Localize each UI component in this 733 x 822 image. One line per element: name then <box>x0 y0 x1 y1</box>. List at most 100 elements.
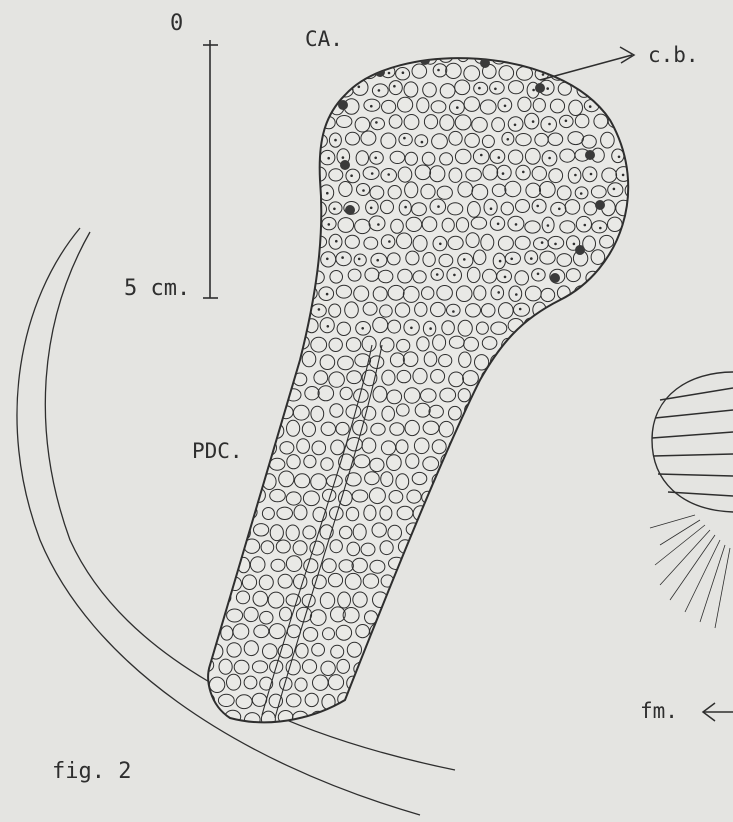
cell <box>217 115 231 130</box>
cell-nucleus <box>598 56 601 59</box>
cell <box>662 354 674 368</box>
cell-nucleus <box>387 173 390 176</box>
cell <box>543 387 556 401</box>
cell <box>217 388 233 400</box>
cell <box>211 133 225 149</box>
cell-nucleus <box>497 223 500 226</box>
cell-nucleus <box>370 207 373 210</box>
cell <box>227 234 242 249</box>
cell <box>508 559 520 571</box>
cell <box>593 49 608 63</box>
cell-nucleus <box>589 105 592 108</box>
cell <box>636 574 651 588</box>
cell <box>594 661 609 674</box>
cell <box>500 471 515 485</box>
cell-nucleus <box>604 104 607 107</box>
cell <box>217 284 232 299</box>
cell <box>644 83 659 98</box>
cell <box>293 305 309 317</box>
cell <box>518 678 532 693</box>
cell <box>583 712 598 726</box>
cell <box>201 354 213 368</box>
cell <box>626 151 642 166</box>
cell <box>618 339 632 352</box>
cell <box>193 643 207 655</box>
cell <box>288 83 301 99</box>
cell-nucleus <box>317 103 320 106</box>
cell <box>651 267 664 282</box>
cell <box>509 390 522 404</box>
cell-nucleus <box>558 208 561 211</box>
cell <box>567 440 581 454</box>
scale-bar-bottom-label: 5 cm. <box>124 276 190 301</box>
cell <box>594 320 606 336</box>
cell-nucleus <box>499 260 502 263</box>
cell-nucleus <box>370 105 373 108</box>
cell <box>365 711 379 726</box>
cell-nucleus <box>631 88 634 91</box>
cell <box>593 522 609 537</box>
cell <box>611 321 625 333</box>
cell <box>628 695 640 709</box>
cell <box>527 454 540 468</box>
cell <box>566 679 581 692</box>
cell <box>586 506 599 521</box>
cell <box>634 507 649 522</box>
cell-nucleus <box>334 71 337 74</box>
cell <box>574 286 588 300</box>
cell <box>540 661 555 675</box>
cell-nucleus <box>327 325 330 328</box>
cell <box>565 472 579 485</box>
cell <box>636 101 652 113</box>
cell <box>396 677 409 692</box>
cell <box>625 320 641 336</box>
cell <box>219 218 234 233</box>
cell <box>533 542 546 558</box>
cell <box>557 662 571 676</box>
cell <box>227 203 240 217</box>
cell <box>498 371 513 385</box>
cell-nucleus <box>582 53 585 56</box>
cell-nucleus <box>268 69 271 72</box>
cell <box>237 387 249 400</box>
cell <box>633 337 648 350</box>
cell <box>209 507 224 522</box>
cell <box>662 458 675 471</box>
cell <box>601 268 615 283</box>
cell <box>203 319 215 333</box>
cell <box>230 371 242 384</box>
cell-nucleus <box>536 205 539 208</box>
cell <box>449 440 462 454</box>
cell <box>261 201 276 216</box>
cell-nucleus <box>480 154 483 157</box>
cell <box>551 644 563 658</box>
cell <box>193 339 208 351</box>
cell <box>627 559 642 573</box>
cell-nucleus <box>376 259 379 262</box>
cell <box>286 220 302 234</box>
cell <box>251 181 267 196</box>
cell <box>345 711 357 727</box>
cell <box>518 543 531 556</box>
cell-nucleus <box>429 327 432 330</box>
cell <box>610 80 625 95</box>
cell <box>192 475 205 488</box>
cell <box>219 319 233 332</box>
cell-nucleus <box>326 192 329 195</box>
cell <box>594 422 606 438</box>
cell <box>439 627 455 640</box>
cell <box>209 336 222 349</box>
cell <box>429 642 443 655</box>
cell-nucleus <box>667 226 670 229</box>
cell <box>506 356 522 371</box>
cell <box>430 542 443 556</box>
cell <box>414 577 429 591</box>
cell <box>207 610 223 624</box>
cell <box>510 694 523 708</box>
cell-nucleus <box>650 222 653 225</box>
cell <box>195 508 209 522</box>
cell <box>193 199 206 214</box>
cell <box>447 676 461 688</box>
cell <box>567 372 580 387</box>
cell-nucleus <box>241 188 244 191</box>
